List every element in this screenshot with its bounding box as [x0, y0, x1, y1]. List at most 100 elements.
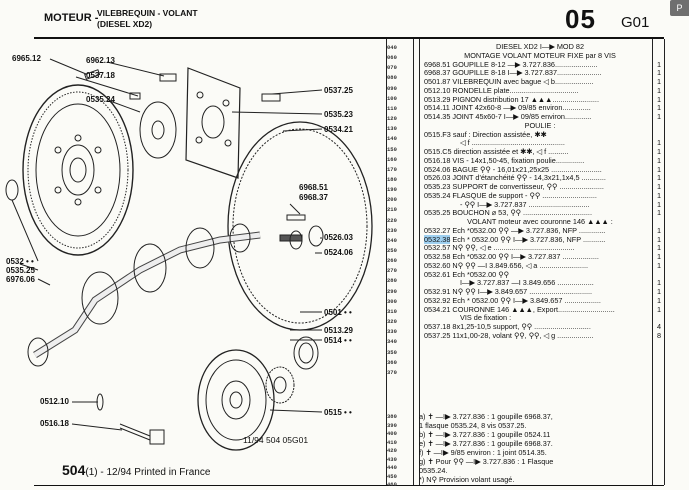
parts-row[interactable]: VOLANT moteur avec couronne 146 ▲▲▲ :: [424, 217, 656, 226]
part-reference: 0532.38: [424, 234, 451, 244]
row-code: 340: [387, 338, 397, 346]
row-code: 230: [387, 226, 397, 234]
row-code: 090: [387, 84, 397, 92]
part-description: JOINT 45x60-7 I—▶ 09/85 environ.........…: [452, 112, 592, 121]
parts-row[interactable]: - ⚲⚲ I—▶ 3.727.837 .....................…: [424, 200, 689, 209]
parts-row[interactable]: 0515.F3 sauf : Direction assistée, ✱✱: [424, 130, 656, 139]
parts-row[interactable]: VIS de fixation :: [424, 313, 689, 322]
parts-row[interactable]: 0501.87 VILEBREQUIN avec bague ◁ b......…: [424, 77, 656, 86]
parts-row[interactable]: 0532.27 Ech *0532.00 ⚲⚲ —▶ 3.727.836, NF…: [424, 226, 656, 235]
part-reference: 0524.06: [424, 164, 451, 174]
label-0526-03: 0526.03: [324, 233, 353, 242]
part-description: 8x1,25-10,5 support, ⚲⚲ ................…: [452, 322, 591, 331]
part-quantity: 1: [656, 164, 662, 174]
part-reference: 0532.61: [424, 269, 451, 279]
row-code: 370: [387, 368, 397, 376]
exploded-parts-drawing: [5, 58, 373, 451]
row-code: 240: [387, 236, 397, 244]
parts-row[interactable]: 0532.61 Ech *0532.00 ⚲⚲: [424, 270, 656, 279]
row-code: 360: [387, 358, 397, 366]
parts-row[interactable]: 0532.57 N⚲ ⚲⚲, ◁ e .....................…: [424, 243, 656, 252]
subtitle-line-1: VILEBREQUIN - VOLANT: [97, 8, 198, 18]
label-0513-29: 0513.29: [324, 326, 353, 335]
part-reference: 0537.25: [424, 330, 451, 340]
parts-row[interactable]: 0524.06 BAGUE ⚲⚲ - 16,01x21,25x25 ......…: [424, 165, 656, 174]
pulley: [197, 349, 275, 451]
row-code: 210: [387, 206, 397, 214]
part-quantity: 1: [656, 147, 662, 156]
note-line: a) ✝ —I▶ 3.727.836 : 1 goupille 6968.37,: [419, 412, 553, 421]
note-code: 380: [387, 413, 397, 420]
flywheel-outer: [22, 84, 134, 256]
parts-row[interactable]: 0516.18 VIS - 14x1,50-45, fixation pouli…: [424, 156, 656, 165]
note-line: b) ✝ —I▶ 3.727.836 : 1 goupille 0524.11: [419, 430, 551, 439]
part-quantity: 1: [656, 138, 662, 148]
part-description: VILEBREQUIN avec bague ◁ b..............…: [452, 77, 594, 86]
parts-row[interactable]: 0532.92 Ech * 0532.00 ⚲⚲ I—▶ 3.849.657 .…: [424, 296, 656, 305]
parts-row[interactable]: I—▶ 3.727.837 —I 3.849.656 .............…: [424, 278, 689, 287]
parts-row[interactable]: 0537.25 11x1,00-28, volant ⚲⚲, ⚲⚲, ◁ g .…: [424, 331, 656, 340]
note-line: *) N⚲ Provision volant usagé.: [419, 475, 515, 484]
label-0512-10: 0512.10: [40, 397, 69, 406]
column-divider: [419, 39, 420, 485]
parts-row[interactable]: 6968.51 GOUPILLE 8-12 —▶ 3.727.836......…: [424, 60, 656, 69]
part-description: VIS de fixation :: [460, 313, 512, 323]
note-code: 450: [387, 472, 397, 480]
part-reference: 0532.57: [424, 243, 451, 253]
parts-row[interactable]: 0535.24 FLASQUE de support - ⚲⚲ ........…: [424, 191, 656, 200]
side-tab-button[interactable]: P: [670, 0, 689, 16]
parts-row[interactable]: DIESEL XD2 I—▶ MOD 82: [424, 42, 656, 51]
parts-row[interactable]: 0532.91 N⚲ ⚲⚲ I—▶ 3.849.657 ............…: [424, 287, 656, 296]
part-reference: 0532.92: [424, 295, 451, 305]
parts-row[interactable]: ◁ f ....................................…: [424, 138, 689, 147]
part-description: N⚲ ⚲⚲ I—▶ 3.849.657 ....................…: [452, 287, 593, 296]
parts-row[interactable]: MONTAGE VOLANT MOTEUR FIXE par 8 VIS: [424, 51, 656, 60]
parts-row[interactable]: 0514.11 JOINT 42x60-8 —▶ 09/85 environ..…: [424, 103, 656, 112]
part-reference: 0513.29: [424, 94, 451, 104]
row-code: 170: [387, 165, 397, 173]
column-divider: [664, 39, 665, 485]
part-reference: 0535.25: [424, 208, 451, 218]
parts-row[interactable]: 0532.60 N⚲ ⚲⚲ —I 3.849.656, ◁ a ........…: [424, 261, 656, 270]
parts-row[interactable]: 0537.18 8x1,25-10,5 support, ⚲⚲ ........…: [424, 322, 656, 331]
part-description: ◁ f ....................................…: [460, 138, 565, 148]
parts-row[interactable]: 0532.58 Ech *0532.00 ⚲⚲ I—▶ 3.727.837 ..…: [424, 252, 656, 261]
reference-code: 11/94 504 05G01: [243, 435, 309, 445]
part-description: MONTAGE VOLANT MOTEUR FIXE par 8 VIS: [464, 50, 616, 60]
parts-row[interactable]: 6968.37 GOUPILLE 8-18 I—▶ 3.727.837.....…: [424, 68, 656, 77]
part-reference: 0501.87: [424, 77, 451, 86]
part-description: direction assistée et ✱✱, ◁ f ..........: [453, 147, 569, 156]
parts-row[interactable]: 0534.21 COURONNE 146 ▲▲▲, Export........…: [424, 305, 656, 314]
part-quantity: 1: [656, 155, 662, 165]
label-6962-13: 6962.13: [86, 56, 115, 65]
row-code: 130: [387, 125, 397, 133]
parts-row[interactable]: 0535.25 BOUCHON ⌀ 53, ⚲⚲ ...............…: [424, 208, 656, 217]
part-quantity: 1: [656, 94, 662, 104]
part-description: POULIE :: [524, 120, 556, 130]
part-description: I—▶ 3.727.837 —I 3.849.656 .............…: [460, 278, 594, 288]
row-code: 190: [387, 186, 397, 194]
part-description: Ech * 0532.00 ⚲⚲ I—▶ 3.727.836, NFP ....…: [452, 234, 606, 244]
part-reference: 0515.C5: [424, 147, 452, 156]
parts-row[interactable]: 0526.03 JOINT d'étanchéité ⚲⚲ - 14,3x21,…: [424, 173, 656, 182]
parts-row[interactable]: 0512.10 RONDELLE plate..................…: [424, 86, 656, 95]
parts-row[interactable]: POULIE :: [424, 121, 656, 130]
part-description: RONDELLE plate..........................…: [452, 85, 579, 95]
row-code: 040: [387, 44, 397, 51]
label-0501: 0501 • •: [324, 308, 352, 317]
parts-row[interactable]: 0515.C5 direction assistée et ✱✱, ◁ f ..…: [424, 147, 656, 156]
bottom-rule: [34, 485, 664, 486]
part-quantity: 1: [656, 260, 662, 270]
row-code: 110: [387, 104, 397, 112]
row-code: 100: [387, 94, 397, 102]
part-quantity: 1: [656, 182, 662, 191]
label-0524-06: 0524.06: [324, 248, 353, 257]
parts-row[interactable]: 0532.38 Ech * 0532.00 ⚲⚲ I—▶ 3.727.836, …: [424, 234, 656, 244]
parts-row[interactable]: 0514.35 JOINT 45x60-7 I—▶ 09/85 environ.…: [424, 112, 656, 121]
label-0534-21: 0534.21: [324, 125, 353, 134]
note-code: 430: [387, 455, 397, 463]
row-code: 310: [387, 307, 397, 315]
part-reference: 0535.24: [424, 190, 451, 200]
parts-row[interactable]: 0535.23 SUPPORT de convertisseur, ⚲⚲ ...…: [424, 182, 656, 191]
parts-row[interactable]: 0513.29 PIGNON distribution 17 ▲▲▲......…: [424, 95, 656, 104]
